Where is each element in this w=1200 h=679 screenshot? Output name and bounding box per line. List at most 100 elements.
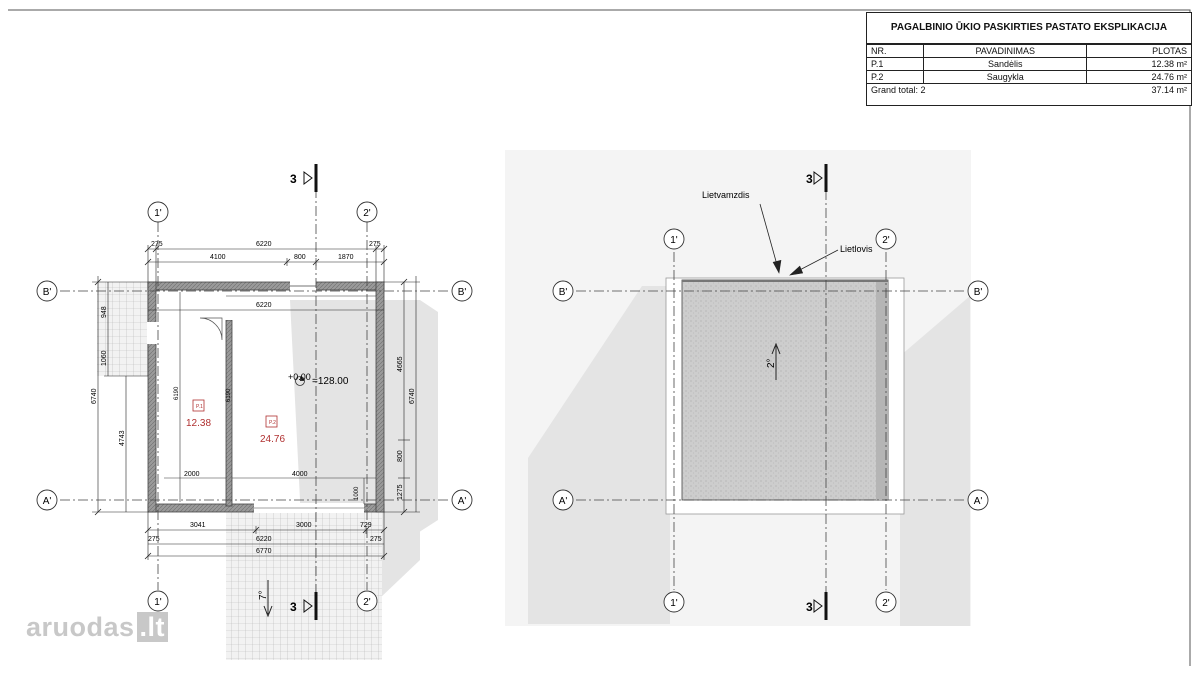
room-2-area: 24.76 <box>260 434 285 445</box>
grid-label: 2' <box>882 235 890 246</box>
floor-grid <box>60 188 450 596</box>
grid-bubble-a-left <box>552 489 574 511</box>
room-1-tag: P.1 <box>196 404 203 410</box>
grid-label: B' <box>974 287 983 298</box>
grid-bubble-b-left <box>552 280 574 302</box>
area-schedule: PAGALBINIO ŪKIO PASKIRTIES PASTATO EKSPL… <box>866 12 1192 106</box>
dim-text: 6220 <box>256 241 272 248</box>
grid-bubble-2-top <box>875 228 897 250</box>
table-row: P.1 Sandėlis 12.38 m² <box>867 57 1191 71</box>
header-name: PAVADINIMAS <box>923 44 1087 58</box>
shadow-shape <box>900 296 970 626</box>
grid-label: B' <box>559 287 568 298</box>
watermark-logo: aruodas.lt <box>26 612 169 643</box>
grid-label: 2' <box>882 598 890 609</box>
grid-label: B' <box>458 287 467 298</box>
grid-bubble-a-right <box>967 489 989 511</box>
room-2-tag: P.2 <box>269 420 276 426</box>
grid-label: 1' <box>154 597 162 608</box>
roof-plan: 2° Lietvamzdis Lietlovis <box>505 150 971 626</box>
grid-bubble-2-top <box>356 201 378 223</box>
room-tag-p1 <box>192 399 205 412</box>
abs-level-label: =128.00 <box>312 376 349 387</box>
grid-bubble-1-top <box>147 201 169 223</box>
room-tag-p2 <box>265 415 278 428</box>
schedule-title: PAGALBINIO ŪKIO PASKIRTIES PASTATO EKSPL… <box>867 13 1191 44</box>
table-row: P.2 Saugykla 24.76 m² <box>867 70 1191 84</box>
shadow-shape <box>378 520 420 600</box>
wall-east <box>375 281 385 513</box>
watermark-suffix: .lt <box>136 612 169 642</box>
header-area: PLOTAS <box>1086 44 1191 58</box>
dim-text: 6220 <box>256 302 272 309</box>
wall-west <box>147 281 157 513</box>
room-1-area: 12.38 <box>186 418 211 429</box>
dim-text: 4000 <box>292 471 308 478</box>
level-label: +0.00 <box>288 372 311 382</box>
grid-bubble-2-bottom <box>356 590 378 612</box>
dim-text: 3041 <box>190 522 206 529</box>
dim-text: 2000 <box>184 471 200 478</box>
section-label: 3 <box>290 600 297 614</box>
section-label: 3 <box>806 172 813 186</box>
grid-label: A' <box>43 496 52 507</box>
dim-text: 6740 <box>91 388 98 404</box>
roof-slope: 2° <box>766 358 777 368</box>
label-downpipe: Lietvamzdis <box>702 190 750 200</box>
dim-text: 275 <box>370 536 382 543</box>
dim-text: 4665 <box>397 356 404 372</box>
grid-bubble-b-right <box>967 280 989 302</box>
dim-text: 4743 <box>119 430 126 446</box>
dim-text: 6740 <box>409 388 416 404</box>
grid-label: A' <box>559 496 568 507</box>
dim-text: 275 <box>369 241 381 248</box>
roof-grid <box>576 190 966 596</box>
header-nr: NR. <box>867 44 925 58</box>
door-swing <box>199 317 223 341</box>
grid-bubble-a-right <box>451 489 473 511</box>
grid-label: A' <box>458 496 467 507</box>
dim-text: 3000 <box>296 522 312 529</box>
dim-text: 1000 <box>354 486 360 500</box>
wall-north <box>147 281 385 291</box>
dim-text: 6220 <box>256 536 272 543</box>
dim-text: 275 <box>148 536 160 543</box>
grid-bubble-b-right <box>451 280 473 302</box>
dim-text: 800 <box>397 450 404 462</box>
grid-label: 2' <box>363 597 371 608</box>
total-area: 37.14 m² <box>1086 83 1191 96</box>
dim-text: 1870 <box>338 254 354 261</box>
row-area: 12.38 m² <box>1086 57 1191 71</box>
floor-slope: 7° <box>258 590 269 600</box>
dim-text: 729 <box>360 522 372 529</box>
section-label: 3 <box>290 172 297 186</box>
schedule-table: NR. PAVADINIMAS PLOTAS P.1 Sandėlis 12.3… <box>867 44 1191 96</box>
roof-surface <box>681 279 889 501</box>
label-gutter: Lietlovis <box>840 244 873 254</box>
total-label: Grand total: 2 <box>867 83 1087 96</box>
watermark-name: aruodas <box>26 612 135 642</box>
grid-bubble-a-left <box>36 489 58 511</box>
dim-text: 6190 <box>174 386 180 400</box>
grid-bubble-1-bottom <box>663 591 685 613</box>
row-area: 24.76 m² <box>1086 70 1191 84</box>
paving-left <box>97 282 149 376</box>
shadow-shape <box>528 286 670 624</box>
grid-bubble-1-bottom <box>147 590 169 612</box>
dim-text: 6770 <box>256 548 272 555</box>
dim-text: 800 <box>294 254 306 261</box>
row-name: Saugykla <box>923 70 1087 84</box>
dim-text: 275 <box>151 241 163 248</box>
dim-text: 4100 <box>210 254 226 261</box>
schedule-header-row: NR. PAVADINIMAS PLOTAS <box>867 44 1191 58</box>
wall-partition <box>225 319 233 507</box>
dim-text: 1275 <box>397 484 404 500</box>
paving-bottom <box>226 512 382 660</box>
dim-text: 6190 <box>226 388 232 402</box>
row-nr: P.2 <box>867 70 925 84</box>
grid-label: A' <box>974 496 983 507</box>
dim-text: 948 <box>101 306 108 318</box>
floor-plan: P.1 P.2 12.38 24.76 +0.00 =128.00 7° <box>91 241 438 660</box>
